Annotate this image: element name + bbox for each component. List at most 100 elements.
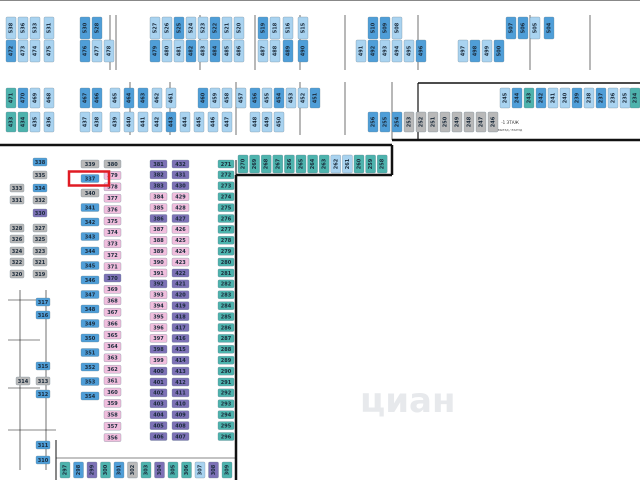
parking-spot[interactable]: 496 [415,39,427,63]
parking-spot-box[interactable] [367,16,379,40]
parking-spot-box[interactable] [457,39,469,63]
parking-spot-box[interactable] [257,39,269,63]
parking-spot[interactable]: 370 [103,273,122,283]
parking-spot-box[interactable] [171,181,190,190]
parking-spot[interactable]: 495 [403,39,415,63]
parking-spot-box[interactable] [171,268,190,278]
parking-spot-box[interactable] [249,111,261,133]
parking-spot-box[interactable] [217,225,235,234]
parking-spot-box[interactable] [499,87,511,109]
parking-spot[interactable]: 359 [103,399,122,408]
parking-spot[interactable]: 308 [208,461,219,479]
parking-spot-box[interactable] [103,433,122,442]
parking-spot-box[interactable] [171,301,190,310]
parking-spot-box[interactable] [217,181,235,190]
parking-spot[interactable]: 486 [233,39,245,63]
parking-spot[interactable]: 462 [151,87,163,109]
parking-spot-box[interactable] [32,157,48,167]
parking-spot[interactable]: 524 [185,16,197,40]
parking-spot-box[interactable] [9,257,25,267]
parking-spot-box[interactable] [17,111,29,133]
parking-spot[interactable]: 299 [86,461,98,479]
parking-spot[interactable]: 278 [217,236,235,245]
parking-spot[interactable]: 249 [451,111,463,133]
parking-spot-box[interactable] [330,154,341,174]
parking-spot[interactable]: 520 [233,16,245,40]
parking-spot[interactable]: 304 [154,461,165,479]
parking-spot-box[interactable] [149,39,161,63]
parking-spot-box[interactable] [161,39,173,63]
parking-spot[interactable]: 266 [284,154,295,174]
parking-spot[interactable]: 533 [29,16,41,40]
parking-spot-box[interactable] [217,388,235,398]
parking-spot[interactable]: 406 [149,432,168,441]
parking-spot[interactable]: 335 [32,170,48,180]
parking-spot[interactable]: 442 [151,111,163,133]
parking-spot[interactable]: 377 [103,194,122,203]
parking-spot[interactable]: 375 [103,216,122,226]
parking-spot-box[interactable] [127,461,138,479]
parking-spot-box[interactable] [217,323,235,332]
parking-spot[interactable]: 239 [571,87,583,109]
parking-spot[interactable]: 479 [149,39,161,63]
parking-spot[interactable]: 431 [171,170,190,180]
parking-spot[interactable]: 270 [237,154,249,174]
parking-spot-box[interactable] [149,399,168,408]
parking-spot[interactable]: 307 [194,461,206,479]
parking-spot-box[interactable] [43,16,55,40]
parking-spot[interactable]: 460 [197,87,209,109]
parking-spot-box[interactable] [309,87,321,109]
parking-spot[interactable]: 345 [80,261,100,270]
parking-spot[interactable]: 296 [217,432,235,441]
parking-spot[interactable]: 363 [103,353,122,362]
parking-spot[interactable]: 245 [499,87,511,109]
parking-spot-box[interactable] [282,16,294,40]
parking-spot[interactable]: 507 [505,16,517,40]
parking-spot[interactable]: 324 [9,246,25,256]
parking-spot-box[interactable] [80,159,100,169]
parking-spot[interactable]: 332 [32,195,48,205]
parking-spot[interactable]: 410 [171,399,190,408]
parking-spot-box[interactable] [583,87,595,109]
parking-spot[interactable]: 272 [217,170,235,180]
parking-spot-box[interactable] [185,16,197,40]
parking-spot-box[interactable] [217,279,235,289]
parking-spot[interactable]: 285 [217,312,235,321]
parking-spot-box[interactable] [481,39,493,63]
parking-spot[interactable]: 352 [80,362,100,372]
parking-spot-box[interactable] [5,87,17,109]
parking-spot-box[interactable] [217,170,235,180]
parking-spot[interactable]: 421 [171,279,190,289]
parking-spot-box[interactable] [140,461,152,479]
parking-spot[interactable]: 482 [185,39,197,63]
parking-spot[interactable]: 354 [80,391,100,401]
parking-spot-box[interactable] [171,334,190,343]
parking-spot-box[interactable] [80,362,100,372]
parking-spot-box[interactable] [217,312,235,321]
parking-spot[interactable]: 340 [80,188,100,198]
parking-spot[interactable]: 392 [149,279,168,289]
parking-spot[interactable]: 235 [619,87,631,109]
parking-spot-box[interactable] [137,87,149,109]
parking-spot-box[interactable] [80,304,100,314]
parking-spot-box[interactable] [173,39,185,63]
parking-spot-box[interactable] [149,432,168,441]
parking-spot[interactable]: 471 [5,87,17,109]
parking-spot-box[interactable] [35,310,51,320]
parking-spot[interactable]: 389 [149,247,168,256]
parking-spot[interactable]: 271 [217,159,235,169]
parking-spot[interactable]: 450 [273,111,285,133]
parking-spot-box[interactable] [171,388,190,398]
parking-spot[interactable]: 441 [137,111,149,133]
parking-spot-box[interactable] [91,16,103,40]
parking-spot[interactable]: 322 [9,257,25,267]
parking-spot-box[interactable] [297,87,309,109]
parking-spot-box[interactable] [80,348,100,357]
parking-spot[interactable]: 465 [109,87,121,109]
parking-spot[interactable]: 415 [171,345,190,354]
parking-spot-box[interactable] [181,461,192,479]
parking-spot[interactable]: 321 [32,257,48,267]
parking-spot[interactable]: 373 [103,239,122,248]
parking-spot[interactable]: 510 [367,16,379,40]
parking-spot-box[interactable] [379,16,391,40]
